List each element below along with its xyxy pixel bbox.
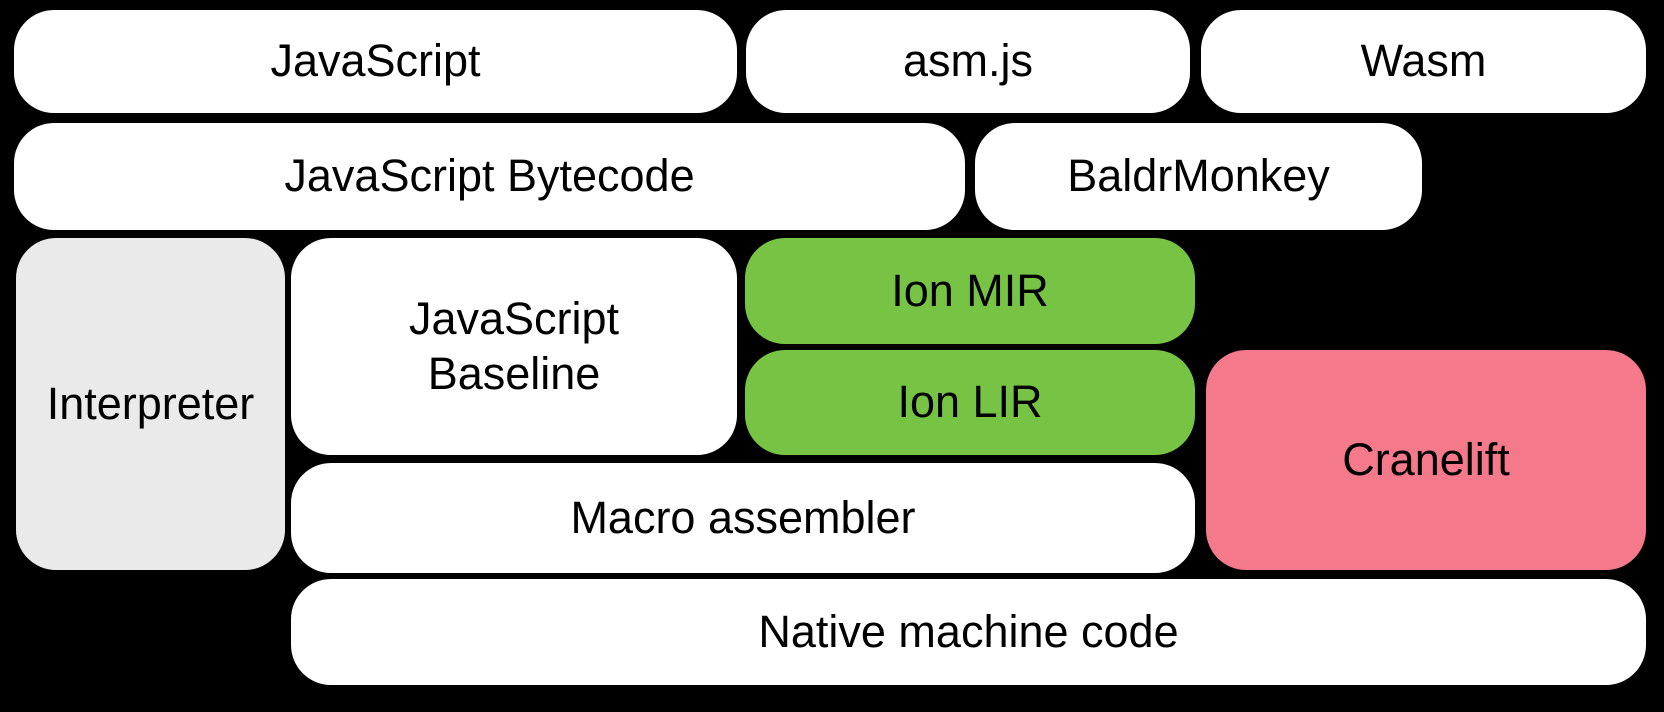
- box-cranelift: Cranelift: [1206, 350, 1646, 570]
- box-native-machine-code-label: Native machine code: [758, 605, 1179, 657]
- box-javascript-baseline: JavaScript Baseline: [291, 238, 737, 455]
- box-javascript-baseline-label: JavaScript Baseline: [408, 292, 620, 399]
- box-macro-assembler-label: Macro assembler: [570, 491, 916, 543]
- box-native-machine-code: Native machine code: [291, 579, 1646, 685]
- box-wasm-label: Wasm: [1360, 35, 1487, 87]
- box-wasm: Wasm: [1201, 10, 1646, 113]
- box-javascript: JavaScript: [14, 10, 737, 113]
- box-interpreter-label: Interpreter: [46, 377, 255, 429]
- box-macro-assembler: Macro assembler: [291, 463, 1195, 573]
- box-ion-mir: Ion MIR: [745, 238, 1195, 344]
- box-javascript-label: JavaScript: [270, 35, 481, 87]
- box-baldrmonkey: BaldrMonkey: [975, 123, 1422, 230]
- box-javascript-bytecode: JavaScript Bytecode: [14, 123, 965, 230]
- box-ion-lir: Ion LIR: [745, 350, 1195, 455]
- box-asm-js: asm.js: [746, 10, 1190, 113]
- box-ion-lir-label: Ion LIR: [897, 376, 1043, 428]
- box-javascript-bytecode-label: JavaScript Bytecode: [284, 150, 695, 202]
- box-cranelift-label: Cranelift: [1342, 433, 1510, 485]
- box-baldrmonkey-label: BaldrMonkey: [1067, 150, 1330, 202]
- box-ion-mir-label: Ion MIR: [891, 264, 1049, 316]
- box-asm-js-label: asm.js: [902, 35, 1033, 87]
- box-interpreter: Interpreter: [16, 238, 285, 570]
